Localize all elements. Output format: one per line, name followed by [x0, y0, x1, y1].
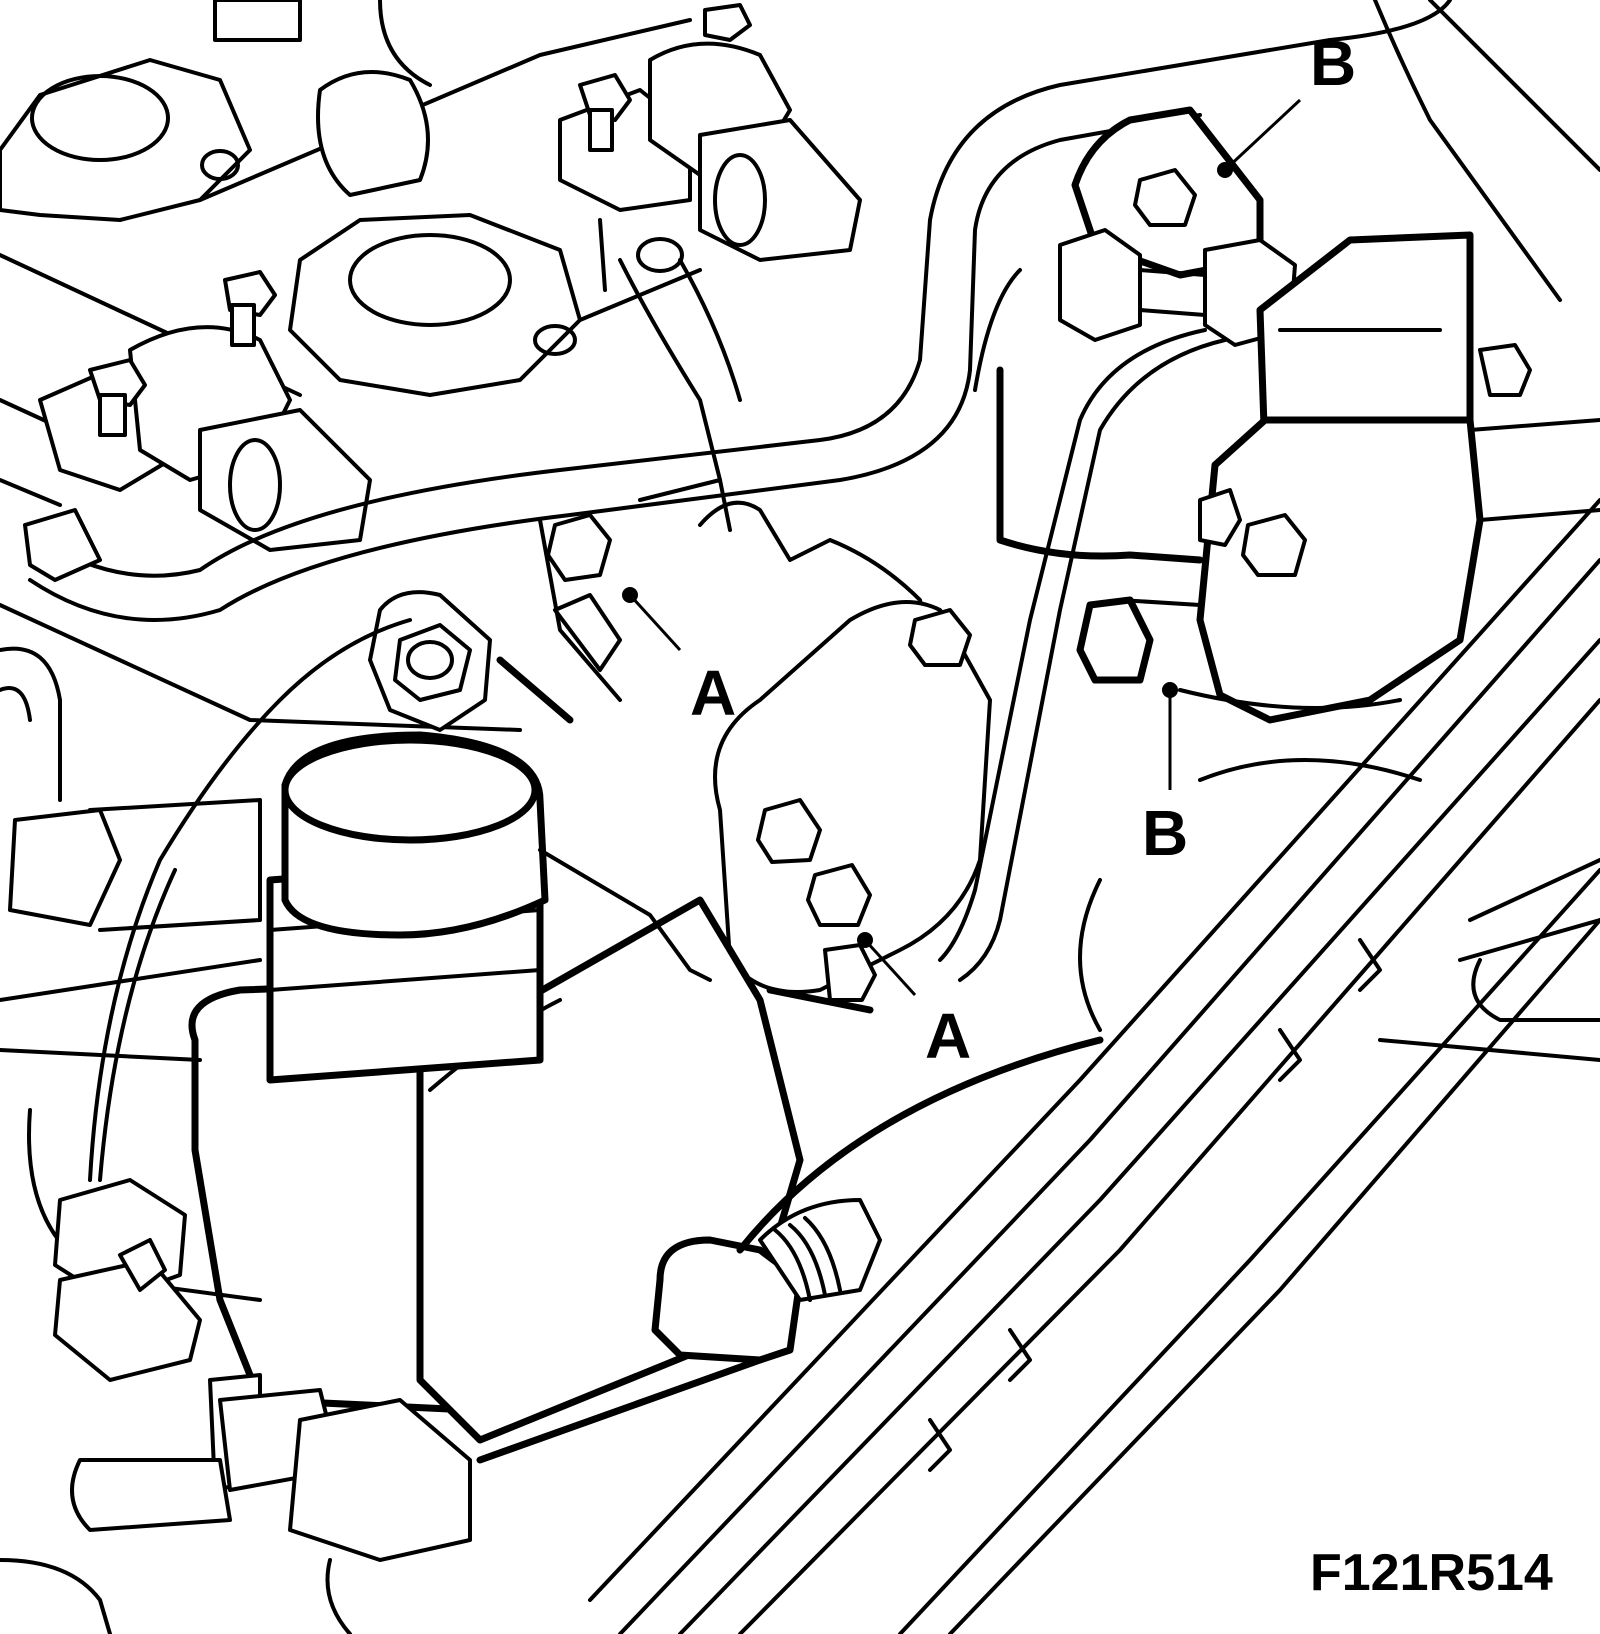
lower-left-hoses: [0, 618, 472, 1634]
vacuum-pipe: [938, 328, 1227, 982]
callout-b-lower: B: [1142, 682, 1188, 869]
side-member-structure: [588, 418, 1600, 1634]
callout-label-a-upper: A: [690, 657, 736, 729]
hose-elbow: [476, 1036, 1104, 1464]
callout-label-a-lower: A: [925, 1000, 971, 1072]
turbo-flange: [368, 478, 992, 1014]
callout-a-upper: A: [622, 587, 736, 729]
callout-a-lower: A: [857, 932, 971, 1072]
figure-code: F121R514: [1310, 1544, 1553, 1602]
callout-label-b-lower: B: [1142, 797, 1188, 869]
injector-clamp-upper: [558, 3, 862, 482]
callout-label-b-upper: B: [1310, 27, 1356, 99]
upper-hose: [23, 0, 1600, 622]
injector-clamp-lower: [38, 270, 372, 552]
callout-b-upper: B: [1217, 27, 1356, 178]
egr-valve-assembly: [973, 106, 1532, 724]
